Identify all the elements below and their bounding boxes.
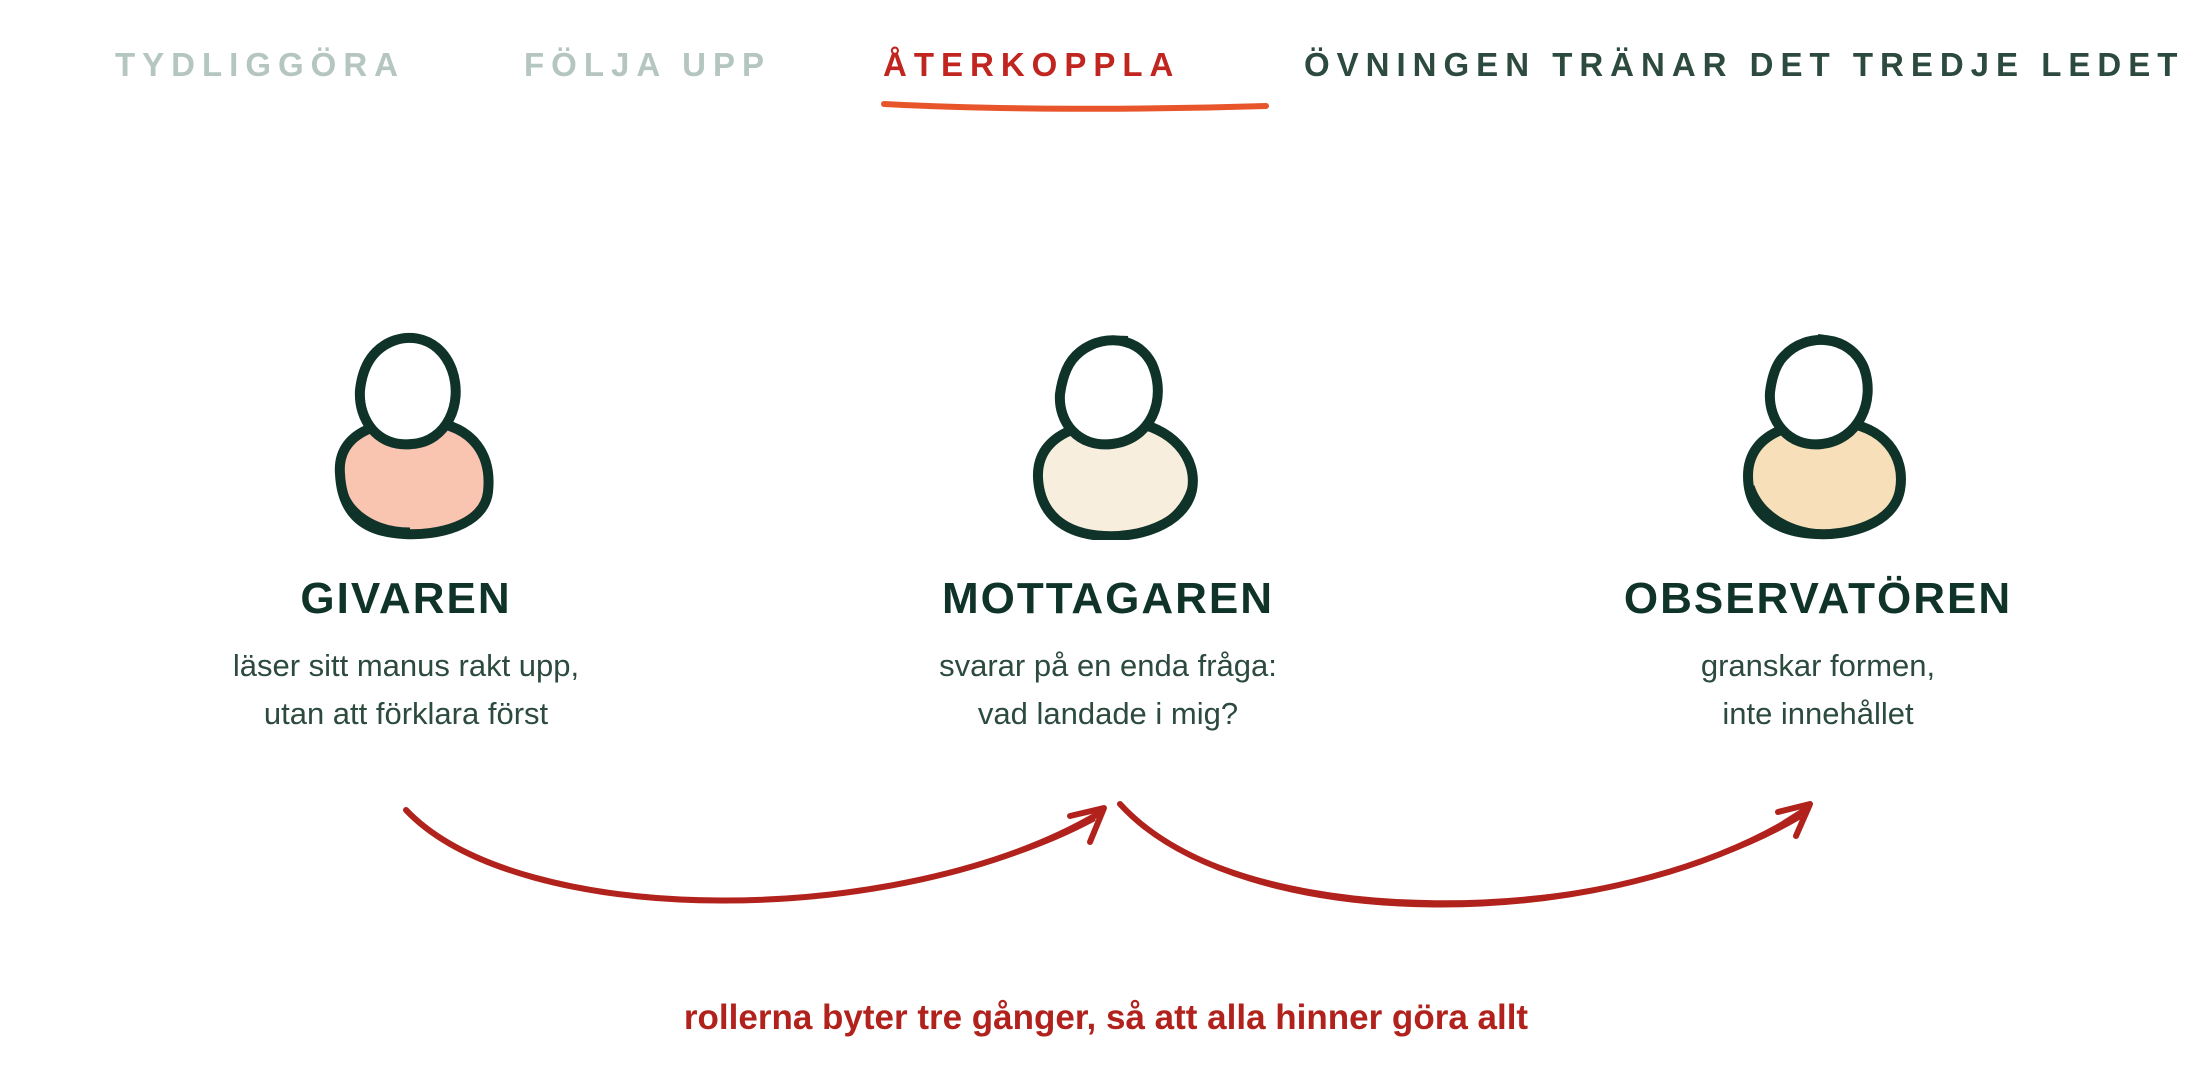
- active-step-underline: [881, 101, 1269, 112]
- person-icon: [1032, 335, 1198, 540]
- curved-arrow-icon: [403, 805, 1107, 904]
- step-tydliggora[interactable]: TYDLIGGÖRA: [115, 46, 405, 83]
- role-description: läser sitt manus rakt upp, utan att förk…: [126, 642, 686, 738]
- role-description-line: utan att förklara först: [263, 696, 549, 731]
- exercise-heading: ÖVNINGEN TRÄNAR DET TREDJE LEDET: [1304, 46, 2185, 83]
- person-icon: [1743, 334, 1906, 540]
- role-name: MOTTAGAREN: [941, 574, 1275, 623]
- role-name: OBSERVATÖREN: [1623, 574, 2013, 623]
- step-aterkoppla[interactable]: ÅTERKOPPLA: [883, 46, 1181, 83]
- role-name: GIVAREN: [300, 574, 512, 623]
- rotation-arrows: [403, 801, 1813, 908]
- role-description-line: inte innehållet: [1722, 696, 1914, 731]
- role-description: granskar formen, inte innehållet: [1538, 642, 2098, 738]
- role-description-line: läser sitt manus rakt upp,: [232, 648, 580, 683]
- role-observatoren: OBSERVATÖREN granskar formen, inte inneh…: [1538, 330, 2098, 738]
- person-icon: [334, 333, 494, 540]
- role-givaren: GIVAREN läser sitt manus rakt upp, utan …: [126, 330, 686, 738]
- curved-arrow-icon: [1117, 801, 1813, 908]
- step-folja-upp[interactable]: FÖLJA UPP: [524, 46, 771, 83]
- role-mottagaren: MOTTAGAREN svarar på en enda fråga: vad …: [828, 330, 1388, 738]
- role-description-line: svarar på en enda fråga:: [939, 648, 1277, 683]
- footer-note: rollerna byter tre gånger, så att alla h…: [683, 998, 1529, 1037]
- role-description-line: granskar formen,: [1700, 648, 1936, 683]
- role-description-line: vad landade i mig?: [977, 696, 1239, 731]
- role-description: svarar på en enda fråga: vad landade i m…: [828, 642, 1388, 738]
